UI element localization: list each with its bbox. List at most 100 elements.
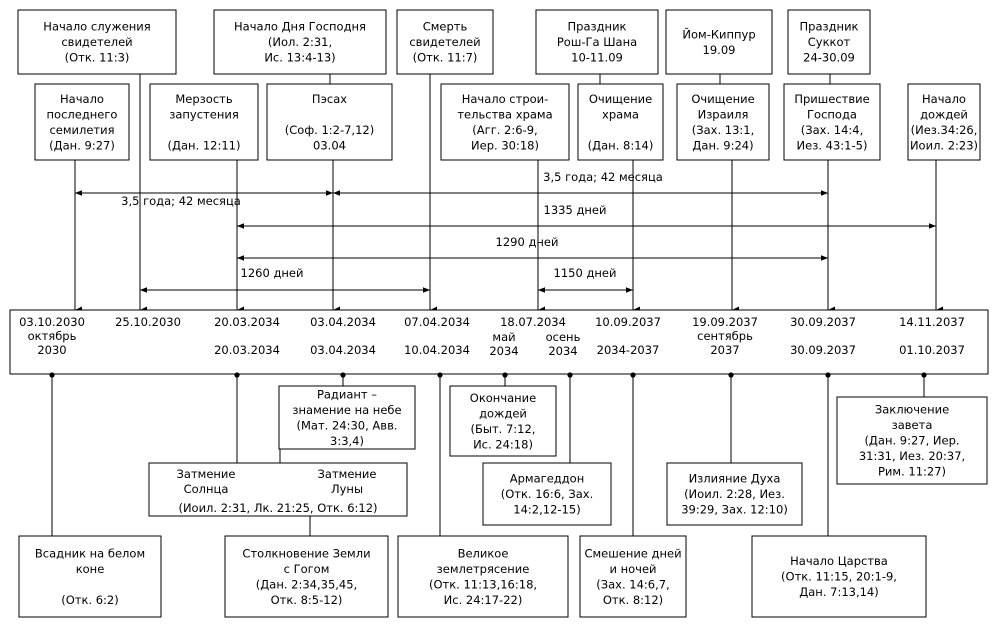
- top-event-text: Ис. 13:4-13): [264, 51, 335, 65]
- timeline-date: 2030: [37, 343, 66, 357]
- eclipse-sun-text: Затмение: [177, 467, 236, 481]
- timeline-date: сентябрь: [697, 329, 753, 343]
- timeline-date: 2037: [710, 343, 739, 357]
- bottom-event-text: Начало Царства: [790, 554, 888, 568]
- lower-event-text: (Иоил. 2:28, Иез.: [684, 487, 785, 501]
- bottom-event-text: Ис. 24:17-22): [444, 593, 523, 607]
- top-event-text: свидетелей: [61, 35, 132, 49]
- timeline-date: 20.03.2034: [214, 315, 280, 329]
- lower-event-text: (Отк. 16:6, Зах.: [501, 487, 594, 501]
- lower-event-text: 3:3,4): [330, 434, 364, 448]
- mid-event-text: Пришествие: [794, 92, 869, 106]
- event-boxes: [17, 9, 988, 618]
- timeline-date: 03.04.2034: [310, 343, 376, 357]
- mid-event-text: храма: [602, 107, 639, 121]
- top-event-text: Праздник: [800, 20, 859, 34]
- top-event-box: [396, 9, 494, 75]
- top-event-text: Смерть: [423, 20, 468, 34]
- top-event-text: Праздник: [568, 20, 627, 34]
- top-event-text: Рош-Га Шана: [557, 35, 637, 49]
- timeline-date: 20.03.2034: [214, 343, 280, 357]
- lower-event-text: (Дан. 9:27, Иер.: [864, 434, 959, 448]
- connector-lines: [51, 74, 943, 536]
- mid-event-text: последнего: [47, 107, 118, 121]
- timeline-date: 30.09.2037: [790, 315, 856, 329]
- timeline-marker: [728, 372, 734, 378]
- timeline-date: 2034: [548, 344, 577, 358]
- timeline-date: октябрь: [28, 329, 77, 343]
- lower-event-text: (Быт. 7:12,: [471, 422, 536, 436]
- lower-event-text: Заключение: [875, 403, 949, 417]
- lower-event-box: [482, 462, 612, 526]
- top-event-text: (Отк. 11:3): [65, 51, 130, 65]
- top-event-text: Йом-Киппур: [682, 26, 755, 41]
- mid-event-text: Пэсах: [312, 92, 347, 106]
- lower-event-text: 14:2,12-15): [513, 503, 580, 517]
- top-event-box: [665, 9, 773, 75]
- mid-event-text: Дан. 9:24): [692, 138, 753, 152]
- eclipse-sun-text: Солнца: [184, 482, 229, 496]
- lower-event-text: 39:29, Зах. 12:10): [681, 503, 788, 517]
- span-label: 3,5 года; 42 месяца: [121, 194, 241, 208]
- bottom-event-text: (Отк. 6:2): [61, 593, 119, 607]
- timeline-marker: [630, 372, 636, 378]
- bottom-event-text: (Зах. 14:6,7,: [596, 577, 669, 591]
- mid-event-text: (Иез.34:26,: [911, 123, 978, 137]
- lower-event-text: (Мат. 24:30, Авв.: [297, 418, 398, 432]
- mid-event-text: (Зах. 13:1,: [692, 123, 755, 137]
- top-event-text: Начало служения: [43, 20, 150, 34]
- timeline-date: 10.09.2037: [595, 315, 661, 329]
- bottom-event-box: [751, 535, 927, 618]
- timeline-date: 25.10.2030: [115, 315, 181, 329]
- timeline-date: май: [492, 330, 515, 344]
- bottom-event-box: [18, 535, 162, 618]
- timeline-marker: [340, 372, 346, 378]
- mid-event-text: Начало: [922, 92, 966, 106]
- mid-event-box: [783, 83, 881, 161]
- timeline-marker: [437, 372, 443, 378]
- bottom-event-text: Дан. 7:13,14): [799, 585, 878, 599]
- bottom-event-text: (Дан. 2:34,35,45,: [256, 577, 357, 591]
- timeline-date: 03.04.2034: [310, 315, 376, 329]
- mid-event-box: [577, 83, 664, 161]
- lower-event-box: [449, 385, 557, 457]
- timeline-marker: [502, 372, 508, 378]
- span-label: 1150 дней: [554, 266, 617, 280]
- timeline-date: 14.11.2037: [899, 315, 965, 329]
- span-label: 3,5 года; 42 месяца: [543, 170, 663, 184]
- timeline-date: 19.09.2037: [692, 315, 758, 329]
- span-label: 1290 дней: [496, 235, 559, 249]
- top-event-box: [787, 9, 871, 75]
- mid-event-text: Иер. 30:18): [471, 138, 539, 152]
- timeline-date: 30.09.2037: [790, 343, 856, 357]
- bottom-event-text: Столкновение Земли: [242, 546, 370, 560]
- bottom-event-text: коне: [76, 562, 105, 576]
- timeline-markers: [49, 372, 927, 378]
- mid-event-box: [440, 83, 570, 161]
- mid-event-text: Очищение: [589, 92, 652, 106]
- top-event-box: [535, 9, 659, 75]
- lower-event-box: [836, 396, 988, 485]
- mid-event-text: (Зах. 14:4,: [801, 123, 864, 137]
- bottom-event-box: [224, 535, 389, 618]
- bottom-event-text: землетрясение: [437, 562, 530, 576]
- mid-event-text: Мерзость: [175, 92, 232, 106]
- timeline-marker: [567, 372, 573, 378]
- top-event-text: свидетелей: [409, 35, 480, 49]
- eclipse-ref-text: (Иоил. 2:31, Лк. 21:25, Отк. 6:12): [178, 501, 377, 515]
- timeline-date: 10.04.2034: [404, 343, 470, 357]
- mid-event-text: дождей: [920, 107, 968, 121]
- bottom-event-text: и ночей: [609, 562, 656, 576]
- lower-event-text: Излияние Духа: [689, 472, 781, 486]
- span-label: 1260 дней: [241, 266, 304, 280]
- timeline-date: 2034: [489, 344, 518, 358]
- mid-event-box: [907, 83, 981, 161]
- bottom-event-box: [579, 535, 687, 618]
- mid-event-text: 03.04: [313, 138, 346, 152]
- bottom-event-text: с Гогом: [284, 562, 330, 576]
- lower-event-text: Армагеддон: [510, 472, 584, 486]
- timeline-date: 07.04.2034: [404, 315, 470, 329]
- top-event-text: (Иол. 2:31,: [268, 35, 332, 49]
- top-event-text: 19.09: [703, 43, 736, 57]
